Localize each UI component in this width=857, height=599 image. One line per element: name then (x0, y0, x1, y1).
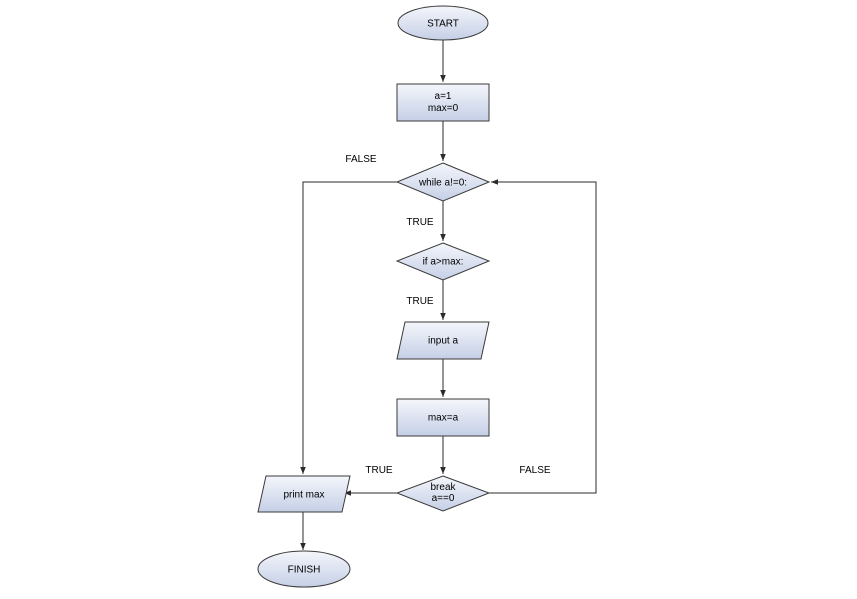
assign-label: max=a (428, 413, 459, 424)
start-label: START (427, 19, 459, 30)
finish-node: FINISH (257, 550, 351, 588)
finish-ellipse (257, 550, 351, 588)
print-label: print max (283, 490, 324, 501)
input-label: input a (428, 336, 458, 347)
init-rect (396, 83, 490, 122)
print-node: print max (257, 475, 351, 513)
if-diamond (395, 242, 491, 281)
while-false-label: FALSE (345, 154, 376, 165)
start-ellipse (397, 5, 489, 41)
init-label-line-2: max=0 (428, 103, 459, 114)
break-label-line-2: a==0 (432, 493, 455, 504)
while-label: while a!=0: (418, 178, 467, 189)
input-node: input a (396, 321, 490, 360)
start-node: START (397, 5, 489, 41)
break-diamond (395, 475, 491, 512)
if-label: if a>max: (423, 257, 464, 268)
while-true-label: TRUE (406, 217, 434, 228)
print-parallelogram (257, 475, 351, 513)
edge-labels: FALSE TRUE TRUE TRUE FALSE (345, 154, 550, 476)
input-parallelogram (396, 321, 490, 360)
edge-break-false-to-while (489, 179, 597, 494)
if-true-label: TRUE (406, 296, 434, 307)
break-false-label: FALSE (519, 465, 550, 476)
assign-rect (396, 398, 490, 437)
break-true-label: TRUE (365, 465, 393, 476)
init-node: a=1 max=0 (396, 83, 490, 122)
init-label-line-1: a=1 (435, 91, 452, 102)
connectors (300, 40, 597, 550)
finish-label: FINISH (288, 565, 321, 576)
break-label-line-1: break (430, 482, 456, 493)
assign-node: max=a (396, 398, 490, 437)
while-diamond (395, 162, 491, 202)
break-node: break a==0 (395, 475, 491, 512)
if-node: if a>max: (395, 242, 491, 281)
while-node: while a!=0: (395, 162, 491, 202)
edge-while-false-to-print (300, 181, 397, 474)
